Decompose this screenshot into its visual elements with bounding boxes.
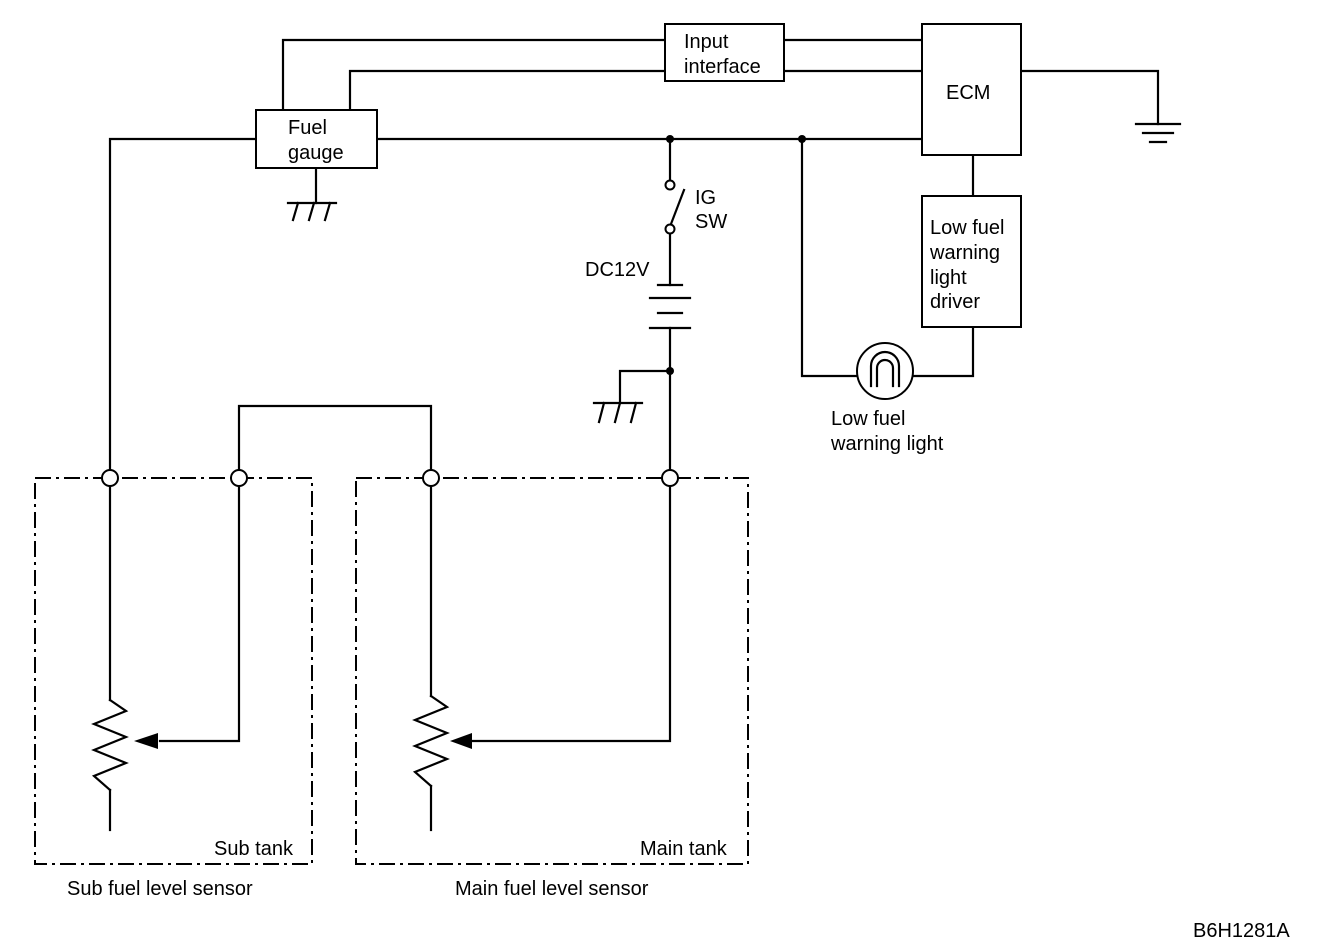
main-tank-border xyxy=(355,477,749,865)
wire-main-wiper xyxy=(468,484,672,743)
wire-lamp-to-driver xyxy=(910,325,975,378)
wire-gauge-to-interface-1 xyxy=(281,38,667,112)
ecm-box: ECM xyxy=(921,23,1022,156)
low-fuel-driver-label-3: light xyxy=(930,267,967,289)
junction-dot xyxy=(798,135,806,143)
battery-label: DC12V xyxy=(585,259,650,281)
input-interface-label-2: interface xyxy=(684,56,761,78)
ig-switch-icon xyxy=(664,179,686,235)
wire-ecm-ground xyxy=(1019,69,1160,126)
junction-dot xyxy=(666,135,674,143)
wire-tank-bridge xyxy=(237,404,433,472)
input-interface-label-1: Input xyxy=(684,31,729,53)
low-fuel-light-label-1: Low fuel xyxy=(831,408,906,430)
junction-dot xyxy=(666,367,674,375)
terminal xyxy=(661,469,679,487)
low-fuel-driver-label-1: Low fuel xyxy=(930,217,1005,239)
chassis-ground-icon xyxy=(592,401,644,424)
sub-sensor-caption: Sub fuel level sensor xyxy=(67,878,253,900)
sub-fuel-sensor-resistor-icon xyxy=(91,698,158,792)
wire-sensor-to-gauge xyxy=(108,137,258,480)
low-fuel-driver-box: Low fuel warning light driver xyxy=(921,195,1022,328)
earth-ground-icon xyxy=(1134,122,1182,144)
fuel-gauge-label-2: gauge xyxy=(288,142,344,164)
terminal xyxy=(422,469,440,487)
chassis-ground-icon xyxy=(286,201,338,222)
sub-tank-label: Sub tank xyxy=(214,838,294,860)
figure-id: B6H1281A xyxy=(1193,920,1290,942)
terminal xyxy=(230,469,248,487)
terminal xyxy=(101,469,119,487)
wire-gauge-to-interface-2 xyxy=(348,69,667,112)
main-fuel-sensor-resistor-icon xyxy=(412,694,472,788)
low-fuel-light-label-2: warning light xyxy=(830,433,944,455)
main-tank-label: Main tank xyxy=(640,838,728,860)
main-sensor-caption: Main fuel level sensor xyxy=(455,878,649,900)
fuel-gauge-label-1: Fuel xyxy=(288,117,327,139)
low-fuel-driver-label-4: driver xyxy=(930,291,980,313)
warning-lamp-icon xyxy=(856,342,914,400)
wires xyxy=(108,38,1160,832)
wire-bus-to-lamp xyxy=(800,137,860,378)
ecm-label: ECM xyxy=(946,82,990,104)
sub-tank-border xyxy=(34,477,313,865)
input-interface-box: Input interface xyxy=(664,23,785,82)
battery-icon xyxy=(648,283,692,330)
low-fuel-driver-label-2: warning xyxy=(929,242,1000,264)
ig-switch-label-2: SW xyxy=(695,211,727,233)
ig-switch-label-1: IG xyxy=(695,187,716,209)
wire-sub-wiper xyxy=(158,484,241,743)
fuel-gauge-box: Fuel gauge xyxy=(255,109,378,169)
wire-battery-ground xyxy=(618,369,672,405)
